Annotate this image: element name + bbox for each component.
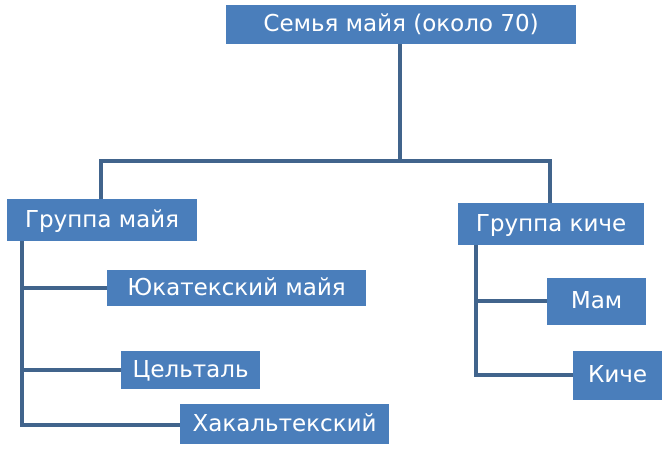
root-node-label: Семья майя (около 70) (263, 11, 539, 37)
language-node-label: Мам (570, 288, 623, 314)
language-node-tzeltal: Цельталь (121, 351, 260, 389)
language-node-jakaltek: Хакальтекский (180, 404, 389, 444)
language-node-label: Хакальтекский (192, 410, 377, 437)
group-node-kiche: Группа киче (458, 203, 644, 245)
language-node-label: Юкатекский майя (127, 274, 346, 301)
language-node-kiche: Киче (573, 351, 662, 400)
language-node-mam: Мам (547, 278, 646, 325)
group-node-label: Группа киче (475, 210, 627, 237)
language-node-yucatec-maya: Юкатекский майя (107, 270, 366, 306)
group-node-label: Группа майя (25, 206, 179, 233)
root-node-maya-family: Семья майя (около 70) (226, 5, 576, 44)
group-node-maya: Группа майя (7, 199, 197, 241)
language-node-label: Цельталь (132, 356, 249, 383)
language-node-label: Киче (587, 362, 648, 388)
